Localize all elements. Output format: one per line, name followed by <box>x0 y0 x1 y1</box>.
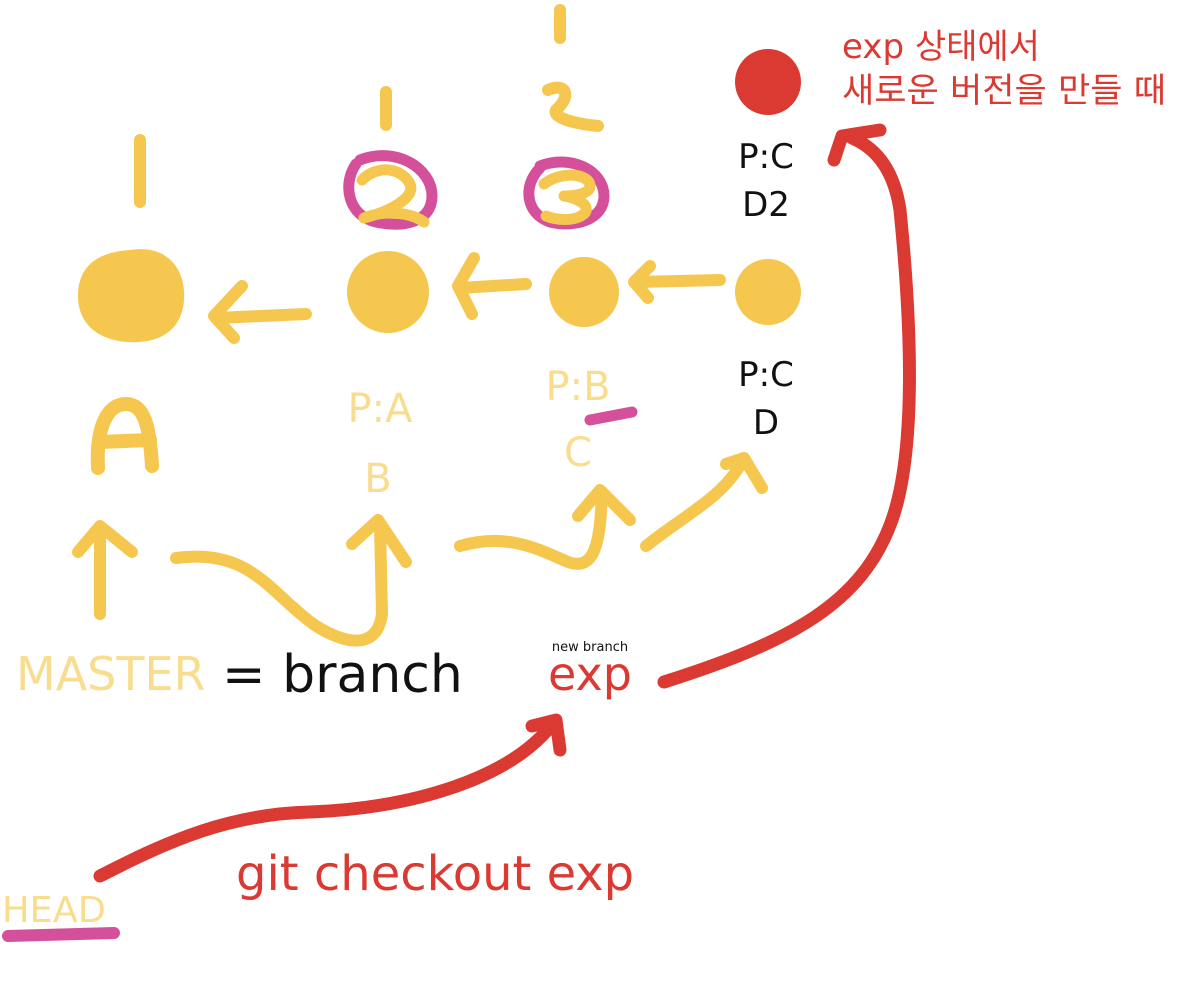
parent-underline-c <box>584 406 638 426</box>
version-mark-c-two <box>542 81 604 132</box>
parent-arrow-d-to-c <box>628 260 726 304</box>
version-number-three <box>538 169 596 225</box>
commit-node-b <box>347 251 429 333</box>
commit-node-a <box>78 249 185 343</box>
commit-parent-d2: P:C <box>738 137 794 177</box>
exp-move-arrow <box>640 452 768 552</box>
commit-label-d2: D2 <box>742 185 790 225</box>
annotation-line-2: 새로운 버전을 만들 때 <box>842 71 1166 111</box>
master-move-arrow-2 <box>454 484 636 570</box>
version-numbers <box>356 164 596 228</box>
commit-label-d: D <box>753 403 779 443</box>
version-highlight-c <box>523 156 610 230</box>
branch-definition: = branch <box>222 645 463 705</box>
master-pointer-arrow <box>72 520 138 620</box>
parent-arrows <box>208 252 726 344</box>
exp-branch-note: new branch <box>552 640 628 655</box>
commit-node-d2 <box>735 49 801 115</box>
master-move-arrow <box>170 514 412 647</box>
commit-node-d <box>735 259 801 325</box>
red-arrows <box>93 123 916 883</box>
head-label: HEAD <box>2 890 106 931</box>
exp-branch-label: exp <box>548 647 632 701</box>
commit-parent-d: P:C <box>738 355 794 395</box>
parent-arrow-b-to-a <box>208 280 312 344</box>
commit-nodes <box>78 49 801 343</box>
exp-to-d2-arrow <box>657 123 916 689</box>
commit-parent-c: P:B <box>545 364 610 410</box>
master-branch-label: MASTER <box>16 647 205 701</box>
branch-move-arrows <box>72 452 768 647</box>
parent-arrow-c-to-b <box>452 252 532 320</box>
commit-label-c: C <box>564 430 592 476</box>
version-number-two <box>356 164 430 228</box>
head-to-exp-arrow <box>93 713 567 883</box>
version-marks <box>134 4 604 208</box>
git-command: git checkout exp <box>236 846 634 902</box>
commit-node-c <box>549 257 619 327</box>
commit-parent-b: P:A <box>348 386 414 432</box>
annotation-line-1: exp 상태에서 <box>842 27 1040 67</box>
head-underline <box>2 927 120 942</box>
commit-label-a-glyph <box>90 397 159 475</box>
commit-label-b: B <box>364 456 391 502</box>
